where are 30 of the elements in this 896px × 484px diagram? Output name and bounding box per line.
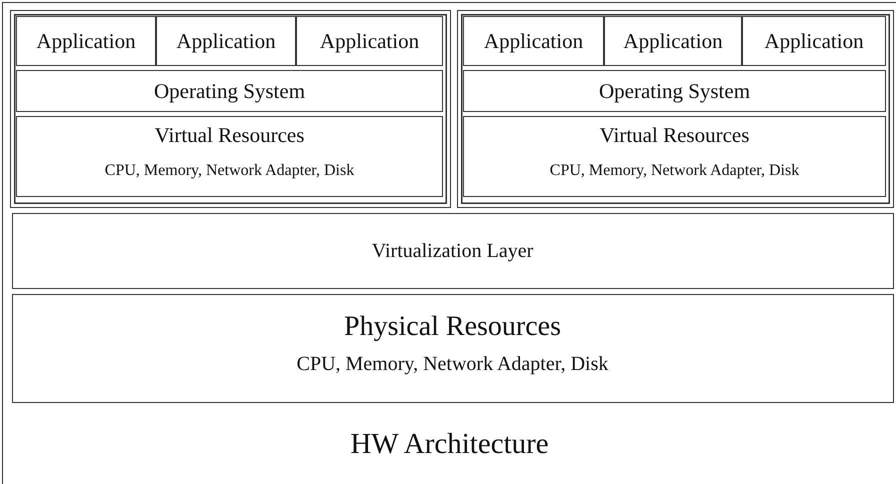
layer-title: Virtualization Layer (372, 240, 534, 262)
virtual-machine-frame (10, 10, 450, 208)
layer-title: Virtual Resources (600, 123, 750, 148)
layer-box (604, 16, 742, 66)
layer-title: Virtual Resources (154, 123, 304, 148)
layer-title: Application (623, 29, 723, 54)
layer-box (742, 16, 886, 66)
layer-box (16, 116, 443, 197)
layer-box (12, 212, 894, 288)
layer-title: Application (176, 29, 276, 54)
virtual-machine-frame (456, 10, 894, 208)
layer-title: Application (764, 29, 864, 54)
layer-box (156, 16, 296, 66)
layer-box (16, 16, 156, 66)
layer-detail: CPU, Memory, Network Adapter, Disk (104, 162, 354, 180)
layer-box (12, 294, 894, 402)
layer-title: Operating System (154, 79, 306, 104)
layer-title: Physical Resources (344, 310, 561, 342)
layer-box (463, 16, 604, 66)
layer-title: Operating System (598, 79, 750, 104)
layer-detail: CPU, Memory, Network Adapter, Disk (550, 162, 800, 180)
layer-box (463, 70, 886, 112)
layer-title: Application (36, 29, 136, 54)
layer-title: HW Architecture (350, 428, 549, 461)
layer-title: Application (484, 29, 584, 54)
layer-title: Application (320, 29, 420, 54)
layer-box (296, 16, 443, 66)
layer-box (463, 116, 886, 197)
layer-box (16, 70, 443, 112)
layer-detail: CPU, Memory, Network Adapter, Disk (296, 352, 608, 376)
